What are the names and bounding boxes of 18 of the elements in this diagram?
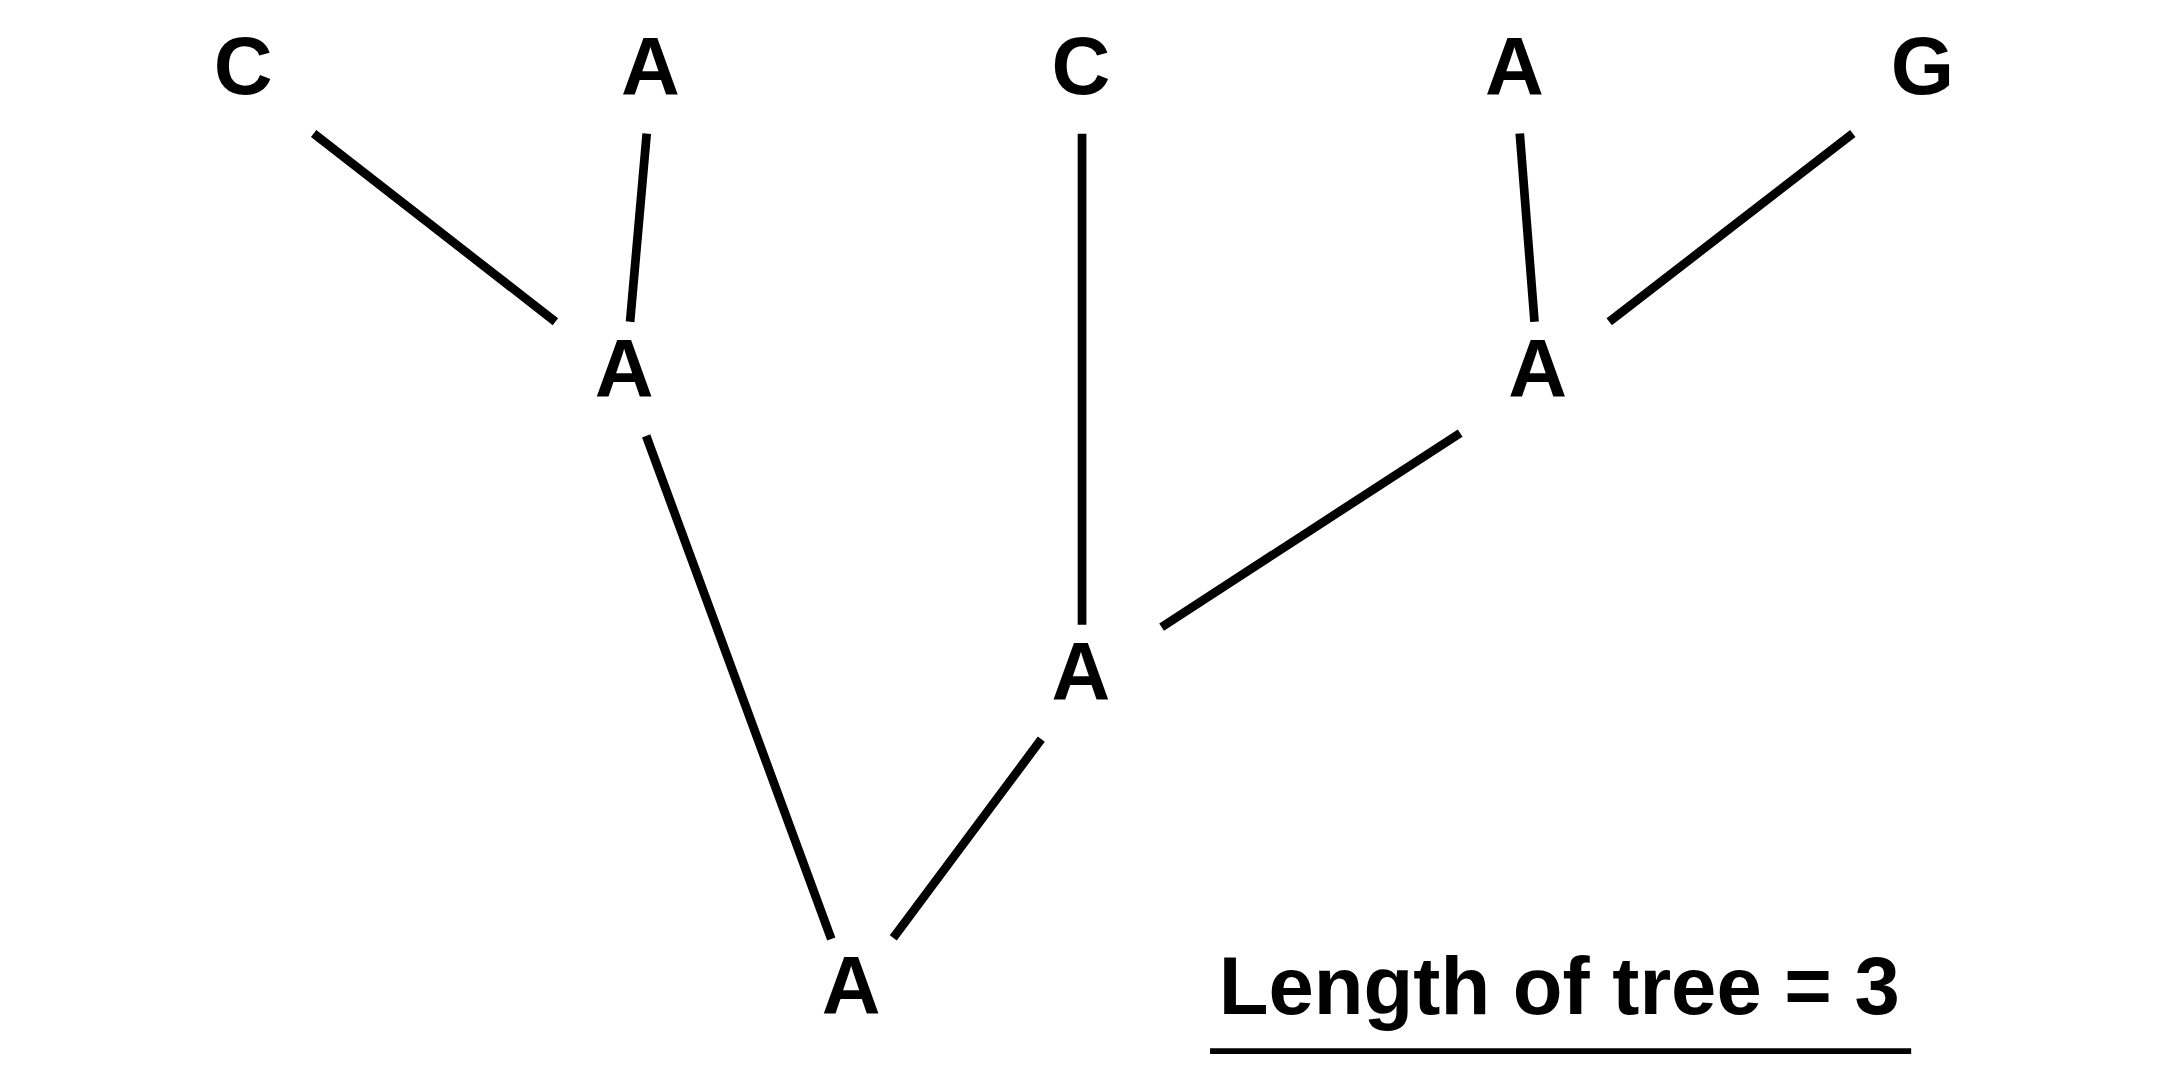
connector <box>310 130 559 326</box>
node-text: G <box>1890 19 1955 111</box>
node-text: A <box>821 939 881 1030</box>
node-text: A <box>1484 19 1544 111</box>
label: Length of tree = 3 <box>1218 940 1900 1032</box>
node-text: C <box>213 19 273 111</box>
node-text: A <box>1051 624 1111 716</box>
connector <box>1159 429 1463 631</box>
connector <box>1606 130 1856 326</box>
connector <box>1077 133 1087 625</box>
node-text: A <box>594 322 654 414</box>
connector <box>1515 133 1539 323</box>
connector <box>889 736 1045 941</box>
node-text: A <box>620 19 680 111</box>
connector <box>625 133 652 323</box>
connector <box>642 434 836 941</box>
node-text: C <box>1051 19 1111 111</box>
node-text: A <box>1508 322 1568 414</box>
